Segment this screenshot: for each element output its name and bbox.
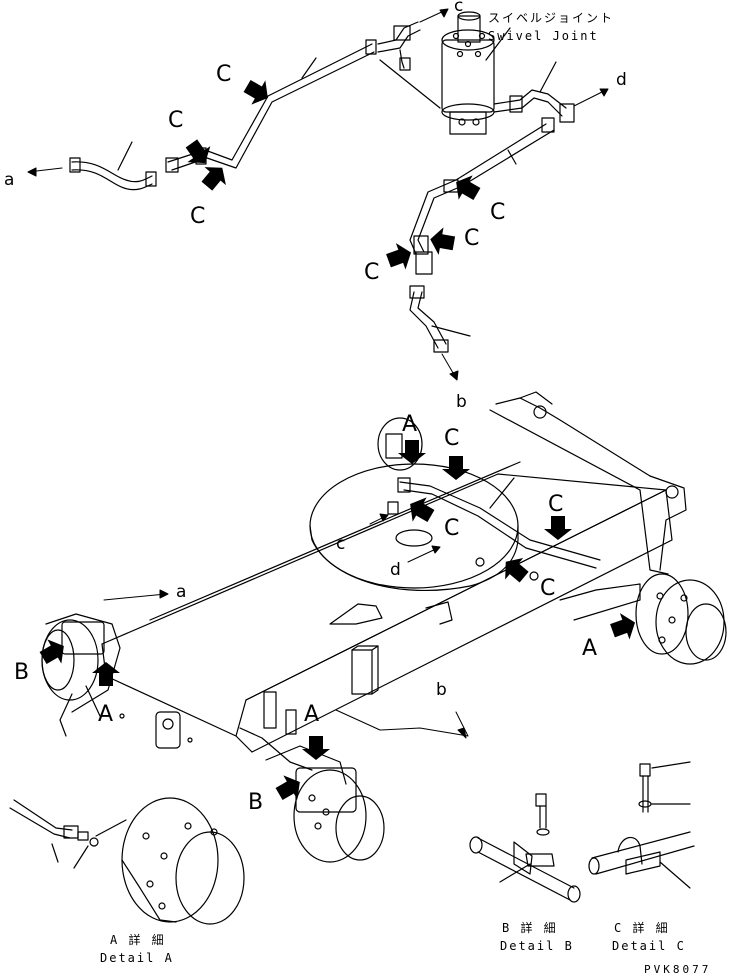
callout-c-10: C: [540, 576, 556, 601]
swivel-joint-label-jp: スイベルジョイント: [488, 11, 615, 25]
callout-c-6: C: [364, 260, 380, 285]
conn-a-upper: a: [4, 170, 15, 190]
detail-b-caption-en: Detail B: [500, 939, 574, 953]
callout-c-3: C: [190, 204, 206, 229]
callout-c-9: C: [548, 492, 564, 517]
connection-arrows: [27, 8, 609, 739]
conn-c-lower: c: [336, 534, 346, 554]
callout-c-7: C: [444, 426, 460, 451]
callout-b-1: B: [14, 660, 30, 685]
callout-a-3: A: [98, 702, 114, 727]
undercarriage-frame: [41, 391, 727, 863]
callout-c-4: C: [490, 200, 506, 225]
drawing-code: PVK8077: [644, 963, 712, 976]
conn-a-lower: a: [176, 582, 187, 602]
conn-c-upper: c: [454, 0, 464, 16]
callout-arrows: [35, 73, 641, 807]
detail-b-drawing: [469, 793, 581, 903]
conn-d-lower: d: [390, 560, 401, 580]
upper-hose-lines: [69, 11, 575, 353]
callout-c-5: C: [464, 226, 480, 251]
conn-d-upper: d: [616, 70, 627, 90]
callout-a-2: A: [582, 636, 598, 661]
detail-c-drawing: [588, 761, 695, 889]
detail-c-caption-en: Detail C: [612, 939, 686, 953]
detail-c-caption-jp: C 詳 細: [614, 921, 670, 935]
callout-b-2: B: [248, 790, 264, 815]
detail-a-caption-en: Detail A: [100, 951, 174, 965]
detail-a-caption-jp: A 詳 細: [110, 933, 166, 947]
callout-c-8: C: [444, 516, 460, 541]
conn-b-lower: b: [436, 680, 447, 700]
conn-b-upper: b: [456, 392, 467, 412]
callout-a-4: A: [304, 702, 320, 727]
callout-c-2: C: [168, 108, 184, 133]
detail-b-caption-jp: B 詳 細: [502, 921, 558, 935]
detail-a-drawing: [9, 797, 245, 925]
callout-a-1: A: [402, 412, 418, 437]
swivel-joint-label-en: Swivel Joint: [488, 29, 599, 43]
callout-c-1: C: [216, 62, 232, 87]
